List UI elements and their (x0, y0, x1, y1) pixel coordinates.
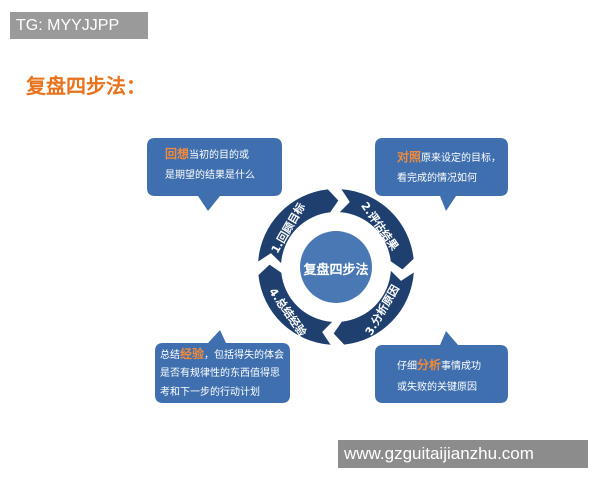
center-circle (300, 231, 372, 303)
text: 看完成的情况如何 (397, 173, 477, 184)
text: 总结 (160, 350, 180, 361)
ring-segment-3 (333, 270, 414, 345)
highlight: 回想 (165, 147, 190, 161)
bubble-bl-shape (155, 330, 290, 403)
text: 事情成功 (441, 361, 482, 372)
text: 是期望的结果是什么 (165, 170, 255, 181)
bubble-tl-shape (147, 138, 282, 211)
text: 当初的目的或 (189, 150, 250, 161)
highlight: 经验 (180, 347, 205, 361)
text: 是否有规律性的东西值得思 (160, 368, 280, 379)
text: 或失败的关键原因 (397, 382, 477, 393)
highlight: 对照 (397, 150, 422, 164)
highlight: 分析 (417, 358, 442, 372)
text: 考和下一步的行动计划 (160, 387, 260, 398)
watermark: www.gzguitaijianzhu.com (338, 440, 588, 468)
text: ，包括得失的体会 (204, 350, 285, 361)
page-title: 复盘四步法： (26, 74, 146, 98)
bubble-tr-shape (375, 138, 508, 211)
tg-badge: TG: MYYJJPP (10, 12, 148, 39)
ring-segment-4 (258, 264, 333, 345)
ring-segment-1 (258, 189, 339, 264)
text: 原来设定的目标， (421, 153, 502, 164)
text: 仔细 (397, 361, 417, 372)
ring-segment-2 (339, 189, 414, 270)
center-label: 复盘四步法 (303, 263, 369, 278)
bubble-br-shape (375, 331, 508, 403)
